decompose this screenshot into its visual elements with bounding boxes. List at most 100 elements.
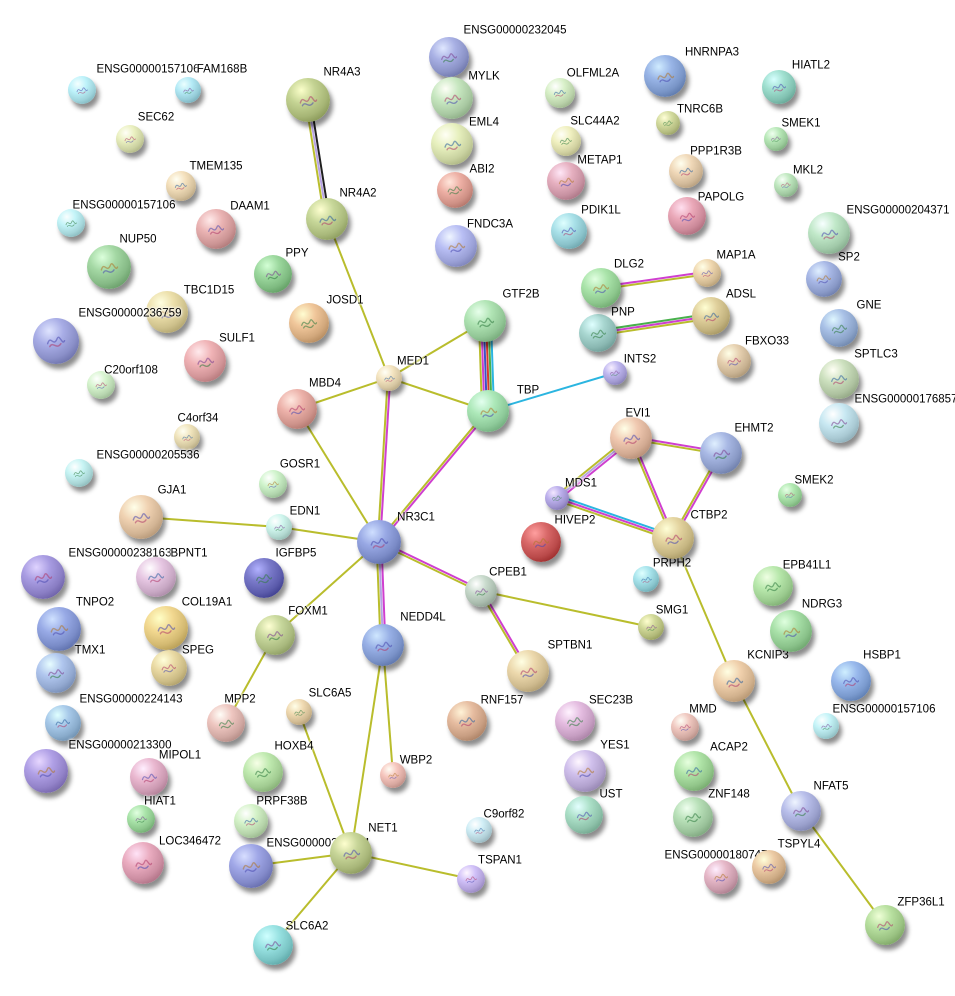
node-SP2[interactable] [806, 261, 842, 297]
edge-NR4A2-MED1[interactable] [326, 218, 390, 379]
node-TMX1[interactable] [36, 653, 76, 693]
node-CTBP2[interactable] [652, 517, 694, 559]
node-FNDC3A[interactable] [435, 225, 477, 267]
node-GNE[interactable] [820, 309, 858, 347]
node-ENSG00000236759[interactable] [33, 318, 79, 364]
node-PNP[interactable] [579, 314, 617, 352]
node-MAP1A[interactable] [693, 259, 721, 287]
node-ENSG00000176857[interactable] [819, 403, 859, 443]
node-NR3C1[interactable] [357, 520, 401, 564]
node-EML4[interactable] [431, 123, 473, 165]
node-HNRNPA3[interactable] [644, 55, 686, 97]
node-NFAT5[interactable] [781, 791, 821, 831]
node-PAPOLG[interactable] [668, 197, 706, 235]
node-ENSG00000238163[interactable] [21, 555, 65, 599]
node-SPTBN1[interactable] [507, 650, 549, 692]
edge-NET1-SLC6A5[interactable] [298, 711, 352, 854]
node-SPTLC3[interactable] [819, 359, 859, 399]
node-PDIK1L[interactable] [551, 213, 587, 249]
edge-CTBP2-KCNIP3[interactable] [672, 537, 735, 682]
edge-MED1-NR3C1[interactable] [376, 377, 389, 542]
edge-MED1-NR3C1[interactable] [379, 378, 392, 543]
node-CPEB1[interactable] [465, 575, 497, 607]
node-ENSG00000224143[interactable] [45, 705, 81, 741]
node-SMEK2[interactable] [778, 483, 802, 507]
node-C4orf34[interactable] [174, 424, 200, 450]
node-DLG2[interactable] [581, 268, 621, 308]
node-LOC346472[interactable] [122, 842, 164, 884]
edge-NEDD4L-WBP2[interactable] [382, 644, 394, 776]
edge-NFAT5-ZFP36L1[interactable] [800, 810, 886, 926]
node-ENSG00000180747[interactable] [704, 860, 738, 894]
node-IGFBP5[interactable] [244, 558, 284, 598]
node-MKL2[interactable] [774, 173, 798, 197]
node-JOSD1[interactable] [289, 303, 329, 343]
node-HOXB4[interactable] [243, 752, 283, 792]
node-GTF2B[interactable] [464, 300, 506, 342]
node-BPNT1[interactable] [136, 557, 176, 597]
edge-CPEB1-SMG1[interactable] [480, 590, 652, 628]
edge-NR3C1-FOXM1[interactable] [274, 541, 380, 636]
edge-TBP-NR3C1[interactable] [377, 409, 488, 542]
node-INTS2[interactable] [603, 361, 627, 385]
node-SMG1[interactable] [638, 614, 664, 640]
node-WBP2[interactable] [380, 762, 406, 788]
node-MED1[interactable] [376, 365, 402, 391]
node-FAM168B[interactable] [175, 77, 201, 103]
node-ADSL[interactable] [692, 297, 730, 335]
node-SEC62[interactable] [116, 125, 144, 153]
edge-KCNIP3-NFAT5[interactable] [733, 680, 802, 812]
edge-EDN1-GJA1[interactable] [140, 516, 280, 528]
node-NDRG3[interactable] [770, 610, 812, 652]
node-NEDD4L[interactable] [362, 624, 404, 666]
node-ENSG00000213300[interactable] [24, 749, 68, 793]
node-YES1[interactable] [564, 750, 606, 792]
node-C20orf108[interactable] [87, 371, 115, 399]
node-MMD[interactable] [671, 713, 699, 741]
node-EHMT2[interactable] [700, 432, 742, 474]
node-SULF1[interactable] [184, 340, 226, 382]
node-ENSG00000238134[interactable] [229, 844, 273, 888]
node-EDN1[interactable] [266, 514, 292, 540]
node-SMEK1[interactable] [764, 127, 788, 151]
node-ENSG00000205536[interactable] [65, 459, 93, 487]
node-NET1[interactable] [330, 832, 372, 874]
node-COL19A1[interactable] [144, 606, 188, 650]
edge-MBD4-NR3C1[interactable] [296, 408, 380, 543]
node-C9orf82[interactable] [466, 817, 492, 843]
node-UST[interactable] [565, 796, 603, 834]
edge-NEDD4L-NET1[interactable] [350, 644, 384, 854]
node-KCNIP3[interactable] [713, 660, 755, 702]
node-MYLK[interactable] [431, 77, 473, 119]
node-PRPF38B[interactable] [234, 804, 268, 838]
node-TMEM135[interactable] [166, 171, 196, 201]
node-EVI1[interactable] [610, 417, 652, 459]
node-HIAT1[interactable] [127, 805, 155, 833]
node-MIPOL1[interactable] [130, 758, 168, 796]
node-TNRC6B[interactable] [656, 111, 680, 135]
node-ZFP36L1[interactable] [865, 905, 905, 945]
node-SEC23B[interactable] [555, 701, 595, 741]
node-ENSG00000204371[interactable] [808, 212, 850, 254]
node-HSBP1[interactable] [831, 661, 871, 701]
node-NR4A3[interactable] [286, 78, 330, 122]
node-MDS1[interactable] [545, 486, 569, 510]
node-FBXO33[interactable] [717, 344, 751, 378]
node-EPB41L1[interactable] [753, 566, 793, 606]
node-METAP1[interactable] [547, 162, 585, 200]
node-TSPAN1[interactable] [457, 865, 485, 893]
node-ENSG00000157106_1[interactable] [68, 76, 96, 104]
edge-TBP-INTS2[interactable] [487, 372, 616, 412]
node-DAAM1[interactable] [196, 209, 236, 249]
node-PPY[interactable] [254, 255, 292, 293]
node-SPEG[interactable] [151, 650, 187, 686]
node-ENSG00000157106_3[interactable] [813, 713, 839, 739]
node-FOXM1[interactable] [255, 615, 295, 655]
node-MBD4[interactable] [277, 389, 317, 429]
node-GOSR1[interactable] [259, 470, 287, 498]
node-TSPYL4[interactable] [752, 850, 786, 884]
edge-TBP-NR3C1[interactable] [379, 411, 490, 544]
node-PPP1R3B[interactable] [669, 154, 703, 188]
node-OLFML2A[interactable] [545, 78, 575, 108]
node-SLC44A2[interactable] [551, 126, 581, 156]
